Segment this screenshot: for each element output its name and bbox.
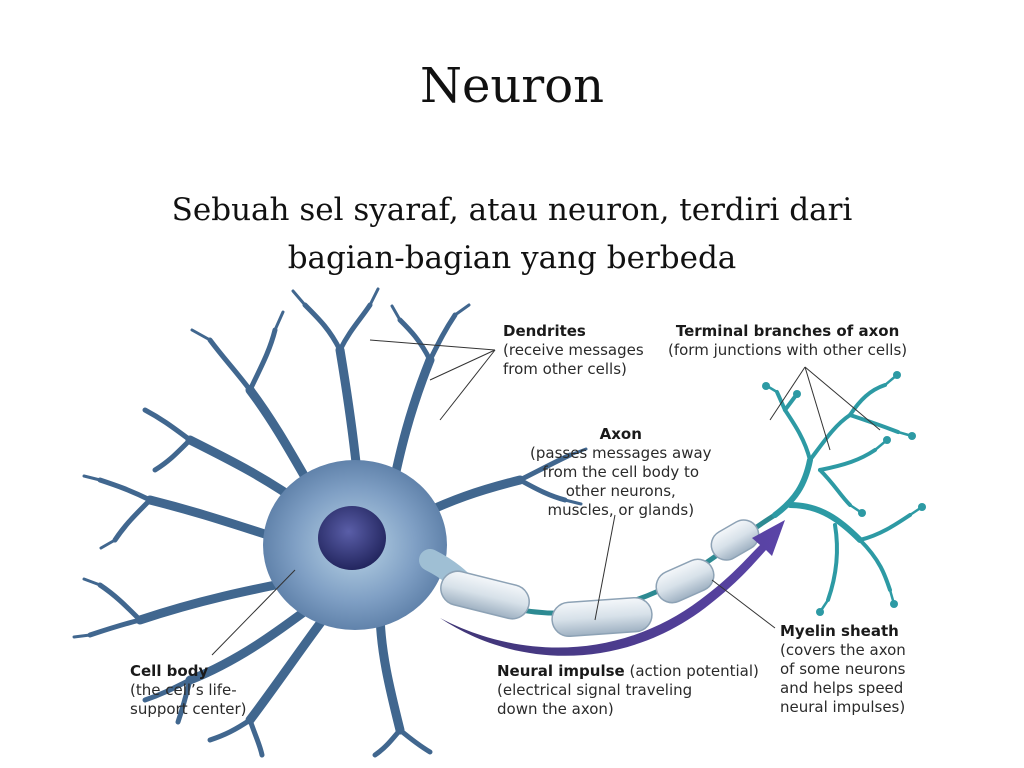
leader-lines (211, 339, 881, 656)
slide-subtitle: Sebuah sel syaraf, atau neuron, terdiri … (171, 192, 853, 276)
dendrites-desc-2: from other cells) (503, 360, 627, 378)
cell-body-desc-1: (the cell’s life- (130, 681, 237, 699)
myelin-sheath-desc-3: and helps speed (780, 679, 904, 697)
dendrites-label: Dendrites (receive messages from other c… (503, 322, 644, 379)
cell-body-desc-2: support center) (130, 700, 247, 718)
cell-body-title: Cell body (130, 662, 209, 680)
cell-body-label: Cell body (the cell’s life- support cent… (130, 662, 246, 719)
neural-impulse-label: Neural impulse (action potential) (elect… (497, 662, 759, 719)
nucleus-shape (318, 506, 386, 570)
myelin-sheath-desc-1: (covers the axon (780, 641, 906, 659)
myelin-segments (440, 519, 760, 638)
axon-desc-1: (passes messages away (530, 444, 712, 462)
neural-impulse-title: Neural impulse (497, 662, 625, 680)
axon-title: Axon (599, 425, 642, 443)
dendrites-desc-1: (receive messages (503, 341, 644, 359)
neural-impulse-desc-1: (electrical signal traveling (497, 681, 693, 699)
axon-desc-4: muscles, or glands) (547, 501, 695, 519)
axon-desc-3: other neurons, (565, 482, 676, 500)
myelin-sheath-desc-2: of some neurons (780, 660, 906, 678)
terminal-branches-label: Terminal branches of axon (form junction… (668, 322, 907, 360)
axon-label: Axon (passes messages away from the cell… (530, 425, 712, 520)
dendrites-title: Dendrites (503, 322, 586, 340)
myelin-sheath-label: Myelin sheath (covers the axon of some n… (780, 622, 906, 717)
axon-terminals (762, 371, 926, 616)
terminal-branches-desc-1: (form junctions with other cells) (668, 341, 908, 359)
neural-impulse-arrow (440, 520, 785, 656)
myelin-sheath-desc-4: neural impulses) (780, 698, 906, 716)
neural-impulse-title-suffix: (action potential) (624, 662, 759, 680)
neural-impulse-desc-2: down the axon) (497, 700, 614, 718)
myelin-sheath-title: Myelin sheath (780, 622, 899, 640)
terminal-branches-title: Terminal branches of axon (675, 322, 900, 340)
axon-desc-2: from the cell body to (542, 463, 700, 481)
slide-title: Neuron (419, 58, 605, 114)
